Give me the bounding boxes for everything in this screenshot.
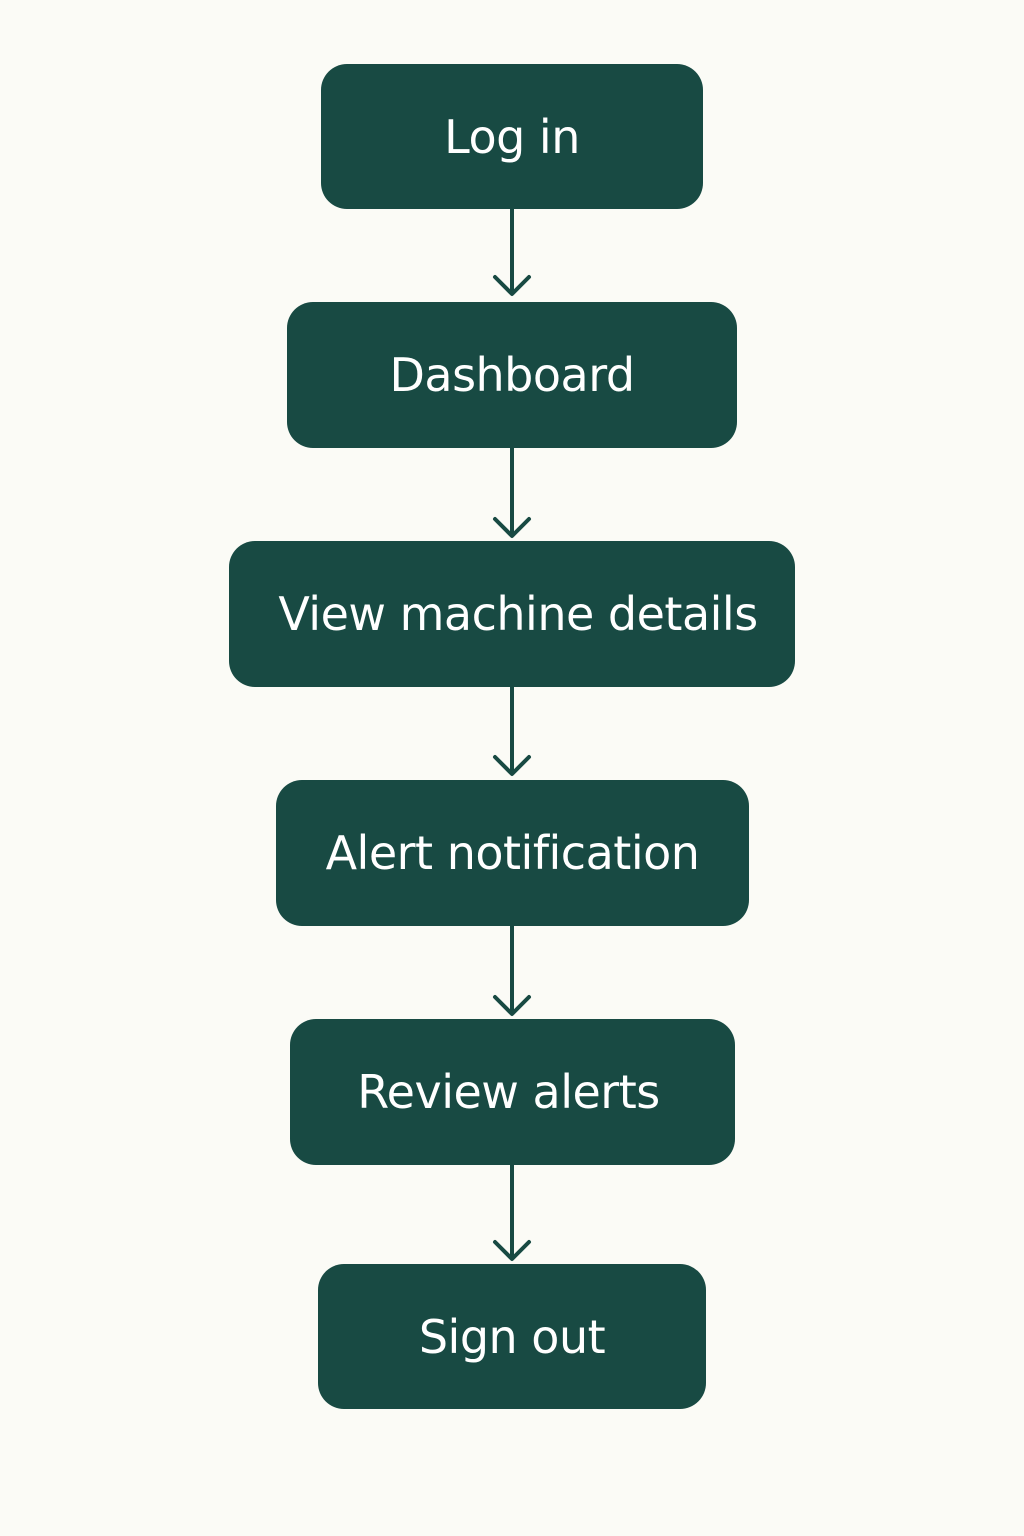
step-label: Review alerts [357,1065,660,1119]
step-sign-out: Sign out [318,1264,706,1409]
step-label: Sign out [418,1309,606,1364]
step-view-machine-details: View machine details [229,541,795,687]
step-label: View machine details [278,587,758,641]
arrow-alert-notification-to-review-alerts [493,926,531,1016]
step-alert-notification: Alert notification [276,780,749,926]
step-log-in: Log in [321,64,703,209]
step-label: Log in [444,109,580,164]
step-dashboard: Dashboard [287,302,737,448]
step-label: Alert notification [325,826,700,880]
arrow-login-to-dashboard [493,209,531,296]
step-label: Dashboard [389,348,635,402]
arrow-dashboard-to-machine-details [493,448,531,538]
step-review-alerts: Review alerts [290,1019,735,1165]
arrow-machine-details-to-alert-notification [493,687,531,776]
arrow-review-alerts-to-sign-out [493,1165,531,1261]
